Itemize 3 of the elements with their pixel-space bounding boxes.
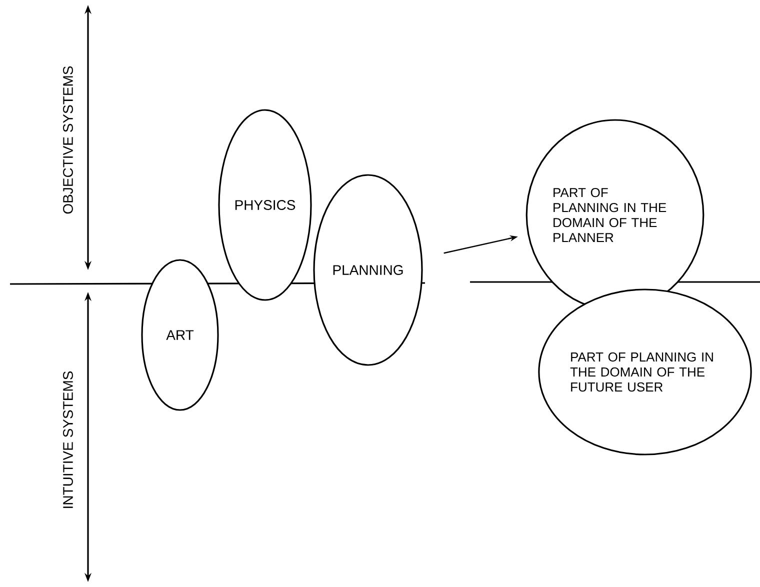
axis-label: INTUITIVE SYSTEMS <box>63 371 73 508</box>
node-label: PART OF PLANNING IN THE DOMAIN OF THE FUTURE USER <box>570 352 713 392</box>
axis-label: OBJECTIVE SYSTEMS <box>63 66 73 214</box>
